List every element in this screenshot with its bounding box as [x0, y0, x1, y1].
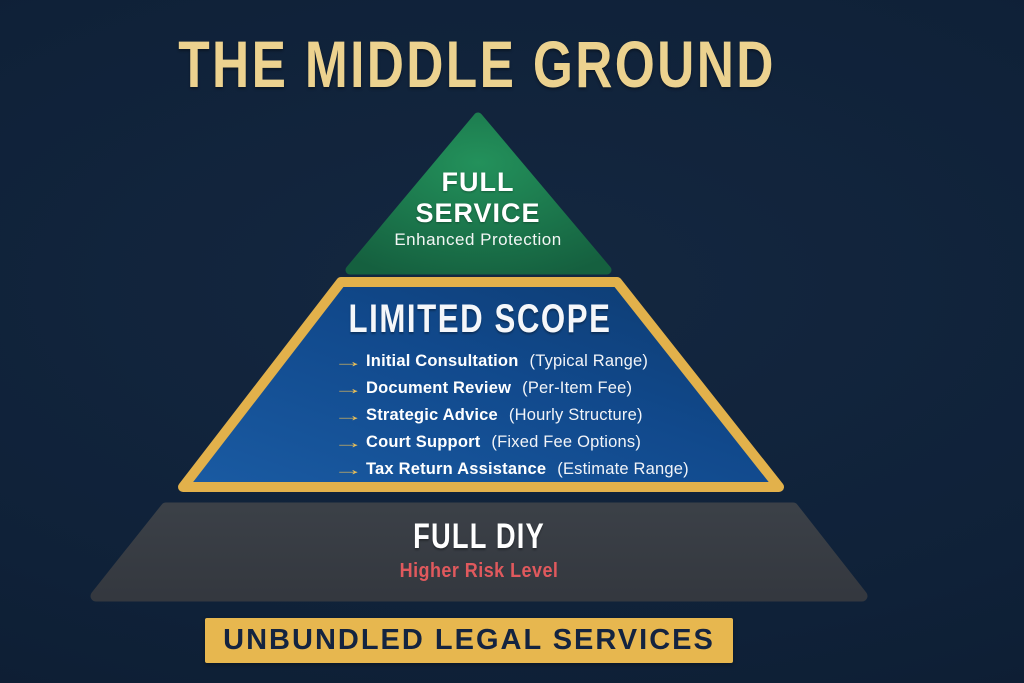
- limited-scope-service-list: → Initial Consultation (Typical Range) →…: [333, 348, 689, 483]
- page-title: THE MIDDLE GROUND: [94, 26, 860, 102]
- service-item-initial-consultation: → Initial Consultation (Typical Range): [333, 348, 689, 375]
- arrow-right-icon: →: [333, 459, 364, 479]
- tier-limited-scope-shape: [178, 277, 784, 492]
- service-item-strategic-advice: → Strategic Advice (Hourly Structure): [333, 402, 689, 429]
- full-service-heading: FULL SERVICE: [415, 167, 540, 229]
- tier-full-service-shape: [345, 112, 612, 275]
- service-item-label: Document Review: [366, 379, 512, 397]
- service-item-label: Tax Return Assistance: [366, 460, 547, 478]
- arrow-right-icon: →: [333, 351, 364, 371]
- arrow-right-icon: →: [333, 378, 364, 398]
- service-item-label: Strategic Advice: [366, 406, 498, 424]
- service-item-tax-return-assistance: → Tax Return Assistance (Estimate Range): [333, 456, 689, 483]
- full-diy-heading: FULL DIY: [395, 517, 564, 557]
- arrow-right-icon: →: [333, 432, 364, 452]
- unbundled-legal-services-banner: UNBUNDLED LEGAL SERVICES: [205, 618, 733, 663]
- full-service-heading-line2: SERVICE: [415, 198, 541, 228]
- full-service-subtitle: Enhanced Protection: [394, 230, 562, 249]
- service-item-detail: (Fixed Fee Options): [491, 433, 642, 451]
- higher-risk-label-text: Higher Risk Level: [399, 560, 559, 582]
- page-title-text: THE MIDDLE GROUND: [178, 27, 776, 101]
- service-item-document-review: → Document Review (Per-Item Fee): [333, 375, 689, 402]
- service-item-court-support: → Court Support (Fixed Fee Options): [333, 429, 689, 456]
- service-item-detail: (Per-Item Fee): [522, 379, 633, 397]
- limited-scope-heading: LIMITED SCOPE: [311, 297, 648, 342]
- service-item-label: Initial Consultation: [366, 352, 519, 370]
- service-item-detail: (Hourly Structure): [508, 406, 643, 424]
- full-service-heading-line1: FULL: [441, 167, 515, 197]
- service-item-detail: (Estimate Range): [557, 460, 689, 478]
- service-item-detail: (Typical Range): [529, 352, 649, 370]
- full-diy-heading-text: FULL DIY: [413, 517, 545, 556]
- tier-full-diy-shape: [90, 502, 868, 602]
- arrow-right-icon: →: [333, 405, 364, 425]
- banner-label: UNBUNDLED LEGAL SERVICES: [223, 624, 715, 656]
- limited-scope-heading-text: LIMITED SCOPE: [348, 297, 612, 341]
- service-item-label: Court Support: [366, 433, 481, 451]
- higher-risk-label: Higher Risk Level: [391, 560, 567, 583]
